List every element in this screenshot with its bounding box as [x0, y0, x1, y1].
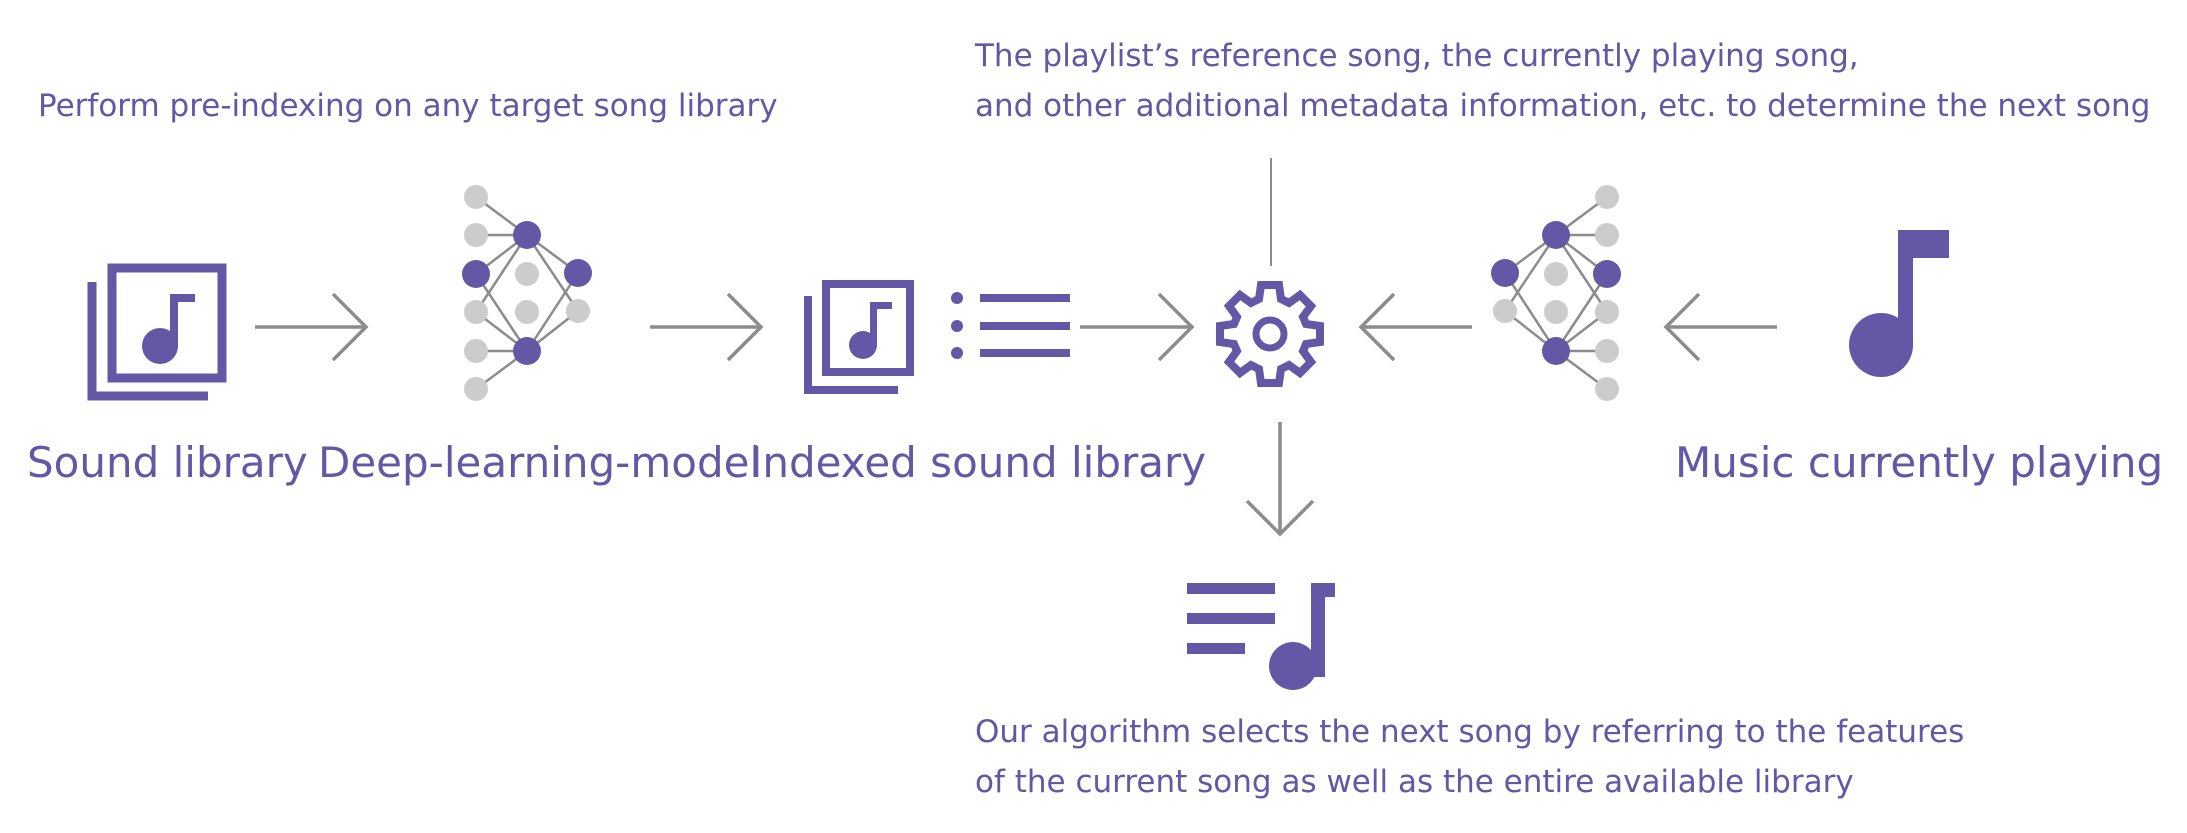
arrow-algorithm-to-next-song — [1245, 422, 1315, 537]
arrow-model-to-indexed — [650, 292, 764, 362]
indexed-sound-library-label: Indexed sound library — [750, 438, 1207, 487]
arrow-library-to-model — [255, 292, 369, 362]
playlist-music-icon — [1187, 583, 1335, 690]
top-annotation-line-2: and other additional metadata informatio… — [975, 88, 2151, 124]
arrow-music-to-model2 — [1663, 292, 1777, 362]
bottom-annotation-line-1: Our algorithm selects the next song by r… — [975, 714, 1965, 750]
top-annotation-line-1: The playlist’s reference song, the curre… — [975, 38, 1859, 74]
pre-index-annotation: Perform pre-indexing on any target song … — [38, 88, 778, 124]
indexed-library-icon — [804, 280, 1070, 394]
sound-library-label: Sound library — [27, 438, 308, 487]
bottom-annotation-line-2: of the current song as well as the entir… — [975, 764, 1854, 800]
arrow-indexed-to-algorithm — [1080, 292, 1195, 362]
neural-network-icon — [462, 185, 592, 401]
music-note-icon — [1849, 230, 1949, 377]
library-music-icon — [87, 263, 227, 401]
arrow-model2-to-algorithm — [1358, 292, 1472, 362]
gear-icon — [1216, 281, 1324, 387]
deep-learning-model-label: Deep-learning-model — [318, 438, 762, 487]
neural-network-icon-2 — [1491, 185, 1621, 401]
music-currently-playing-label: Music currently playing — [1675, 438, 2164, 487]
